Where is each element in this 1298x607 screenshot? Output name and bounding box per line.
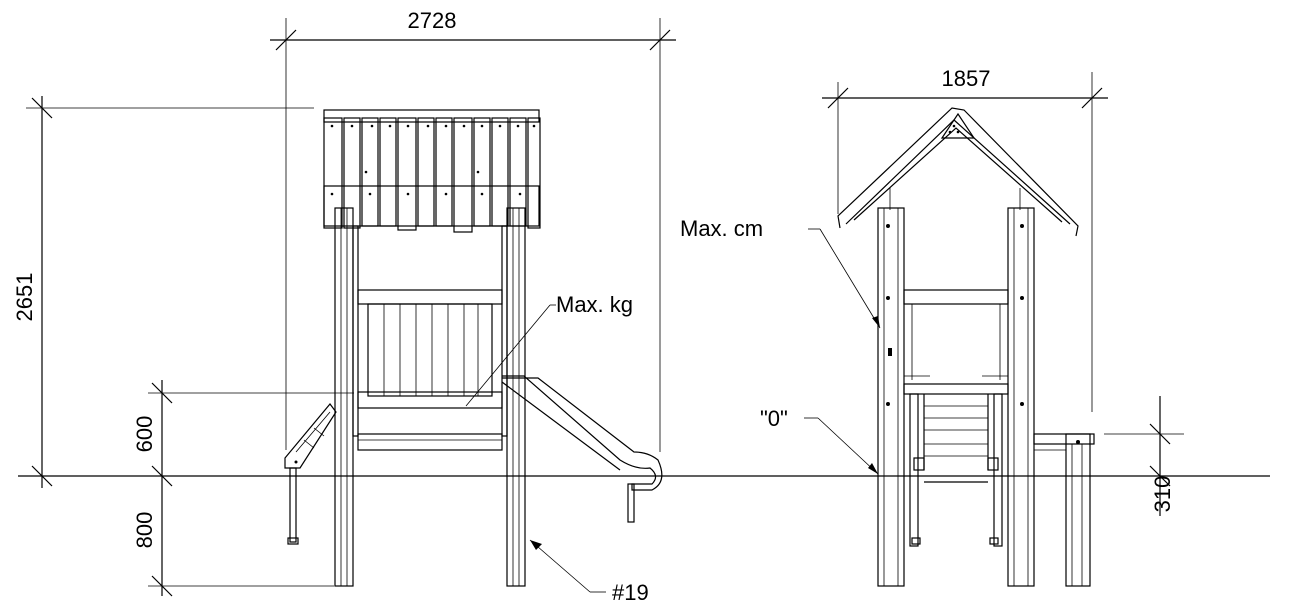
front-dimensions — [26, 18, 676, 597]
width-dimension-left: 2728 — [408, 8, 457, 33]
height-dimension: 2651 — [12, 273, 37, 322]
foundation-depth-dimension: 800 — [132, 512, 157, 549]
front-left-post — [334, 207, 359, 587]
zero-level-label: "0" — [760, 406, 788, 431]
max-kg-label: Max. kg — [556, 292, 633, 317]
side-right-post — [1007, 207, 1035, 587]
side-dimensions — [822, 72, 1184, 516]
side-bench — [1033, 433, 1095, 587]
max-cm-label: Max. cm — [680, 216, 763, 241]
side-elevation-view — [804, 72, 1184, 587]
front-access-ladder — [284, 403, 337, 545]
front-right-post — [501, 207, 526, 587]
max-kg-leader — [465, 304, 551, 407]
part-leader — [529, 539, 591, 593]
front-roof — [323, 109, 541, 233]
bench-height-dimension: 310 — [1150, 476, 1175, 513]
side-platform-and-steps — [903, 289, 1009, 547]
part-number-label: #19 — [612, 580, 649, 605]
front-slide — [501, 375, 663, 523]
platform-height-dimension: 600 — [132, 416, 157, 453]
side-roof — [837, 107, 1079, 237]
front-elevation-view — [26, 18, 676, 597]
side-left-post — [877, 207, 905, 587]
front-railing-panel — [357, 289, 503, 451]
width-dimension-right: 1857 — [942, 66, 991, 91]
